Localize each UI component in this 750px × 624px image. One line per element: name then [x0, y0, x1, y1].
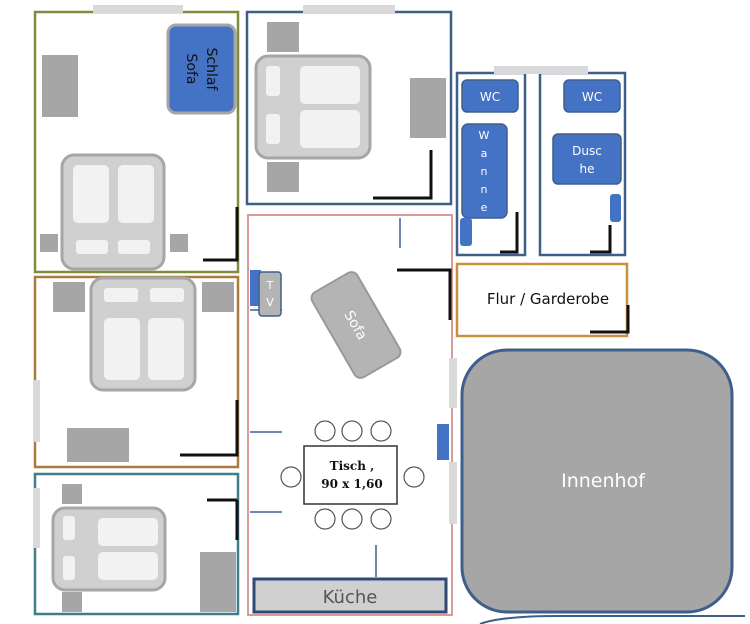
- shower-dusche: [552, 133, 622, 185]
- window: [449, 358, 457, 408]
- pillow: [104, 288, 138, 302]
- wc-left-label: WC: [480, 90, 500, 104]
- window: [303, 5, 395, 13]
- wardrobe: [410, 78, 446, 138]
- nightstand: [170, 234, 188, 252]
- living-room: [247, 214, 453, 616]
- nightstand: [62, 592, 82, 612]
- tisch-label-2: 90 x 1,60: [321, 477, 382, 491]
- window: [93, 5, 183, 13]
- bed-end: [76, 240, 108, 254]
- pillow: [73, 165, 109, 223]
- nightstand: [202, 282, 234, 312]
- window: [494, 66, 588, 74]
- wanne-letter: n: [481, 165, 488, 178]
- wc-right: [563, 79, 621, 113]
- washbasin: [460, 218, 472, 246]
- flur-label: Flur / Garderobe: [487, 290, 609, 308]
- kitchen-counter: [252, 577, 448, 614]
- schlafsofa-label-1: Schlaf: [203, 48, 219, 92]
- courtyard: [460, 348, 734, 614]
- window: [33, 380, 40, 442]
- bathtub-wanne: [461, 123, 508, 219]
- bathroom-left: [455, 71, 527, 257]
- nightstand: [267, 162, 299, 192]
- bed-top: [98, 552, 158, 580]
- wc-right-label: WC: [582, 90, 602, 104]
- innenhof-label: Innenhof: [561, 470, 646, 492]
- wardrobe: [42, 55, 78, 117]
- dusche-label-1: Dusc: [572, 144, 602, 158]
- bed-top: [300, 66, 360, 104]
- wanne-letter: a: [481, 147, 488, 160]
- dusche-label-2: he: [580, 162, 595, 176]
- dining-table: [303, 445, 398, 505]
- flur-room: [455, 262, 629, 338]
- desk: [67, 428, 129, 462]
- bed-end: [118, 240, 150, 254]
- pillow: [266, 66, 280, 96]
- window: [449, 462, 457, 524]
- bed-top: [148, 318, 184, 380]
- window-blue: [437, 424, 449, 460]
- wanne-letter: W: [479, 129, 490, 142]
- tv-stand: [250, 270, 261, 306]
- sofa: Sofa: [310, 271, 402, 379]
- schlafsofa-label-2: Sofa: [183, 54, 199, 85]
- pillow: [63, 556, 75, 580]
- pillow: [118, 165, 154, 223]
- pillow: [63, 516, 75, 540]
- schlafsofa: [166, 23, 237, 115]
- wardrobe: [200, 552, 236, 612]
- wc-left: [461, 79, 519, 113]
- wanne-letter: n: [481, 183, 488, 196]
- kueche-label: Küche: [323, 587, 378, 608]
- tv-letter: V: [266, 296, 274, 309]
- tv-letter: T: [266, 279, 274, 292]
- nightstand: [62, 484, 82, 504]
- pillow: [150, 288, 184, 302]
- wanne-letter: e: [481, 201, 488, 214]
- courtyard-bottom-edge: [479, 615, 745, 624]
- bed-top: [104, 318, 140, 380]
- window: [33, 488, 40, 548]
- pillow: [266, 114, 280, 144]
- chairs: [280, 420, 425, 530]
- bed-top: [300, 110, 360, 148]
- tisch-label-1: Tisch ,: [330, 459, 375, 473]
- bed-top: [98, 518, 158, 546]
- washbasin: [610, 194, 621, 222]
- doors: [180, 150, 630, 540]
- nightstand: [53, 282, 85, 312]
- nightstand: [267, 22, 299, 52]
- nightstand: [40, 234, 58, 252]
- tv: [258, 271, 282, 317]
